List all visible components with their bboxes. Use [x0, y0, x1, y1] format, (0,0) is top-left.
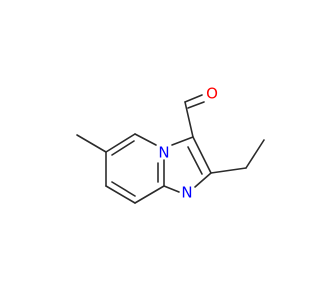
bond-c2-n-ring	[194, 172, 212, 188]
bond-ethyl-ch2-ch3	[245, 139, 265, 169]
bond-n-bridge-c3	[171, 136, 194, 146]
bond-c5-methyl	[76, 134, 107, 153]
molecule-structure: N N O	[76, 85, 265, 204]
bond-c3-cho	[184, 101, 194, 138]
atom-label-oxygen: O	[206, 85, 218, 103]
bond-n-ring-c8a	[163, 185, 180, 193]
bond-c4-c5	[105, 133, 136, 153]
bond-n-bridge-c4	[134, 133, 157, 146]
atom-label-n-ring: N	[181, 184, 192, 202]
bond-cho-o-inner	[187, 101, 205, 109]
bond-c4-c5-inner	[111, 140, 135, 156]
bond-c2-ethyl-ch2	[210, 167, 247, 174]
bond-c3-c2	[192, 136, 212, 174]
bond-c6-c7-inner	[111, 181, 136, 197]
molecule-canvas: N N O	[76, 85, 265, 204]
bond-cho-o	[184, 94, 203, 103]
atom-label-n-bridge: N	[158, 144, 169, 162]
bond-c6-c7	[105, 185, 136, 204]
bond-c7-c8	[134, 185, 165, 204]
bond-c3-c2-inner	[187, 146, 203, 175]
